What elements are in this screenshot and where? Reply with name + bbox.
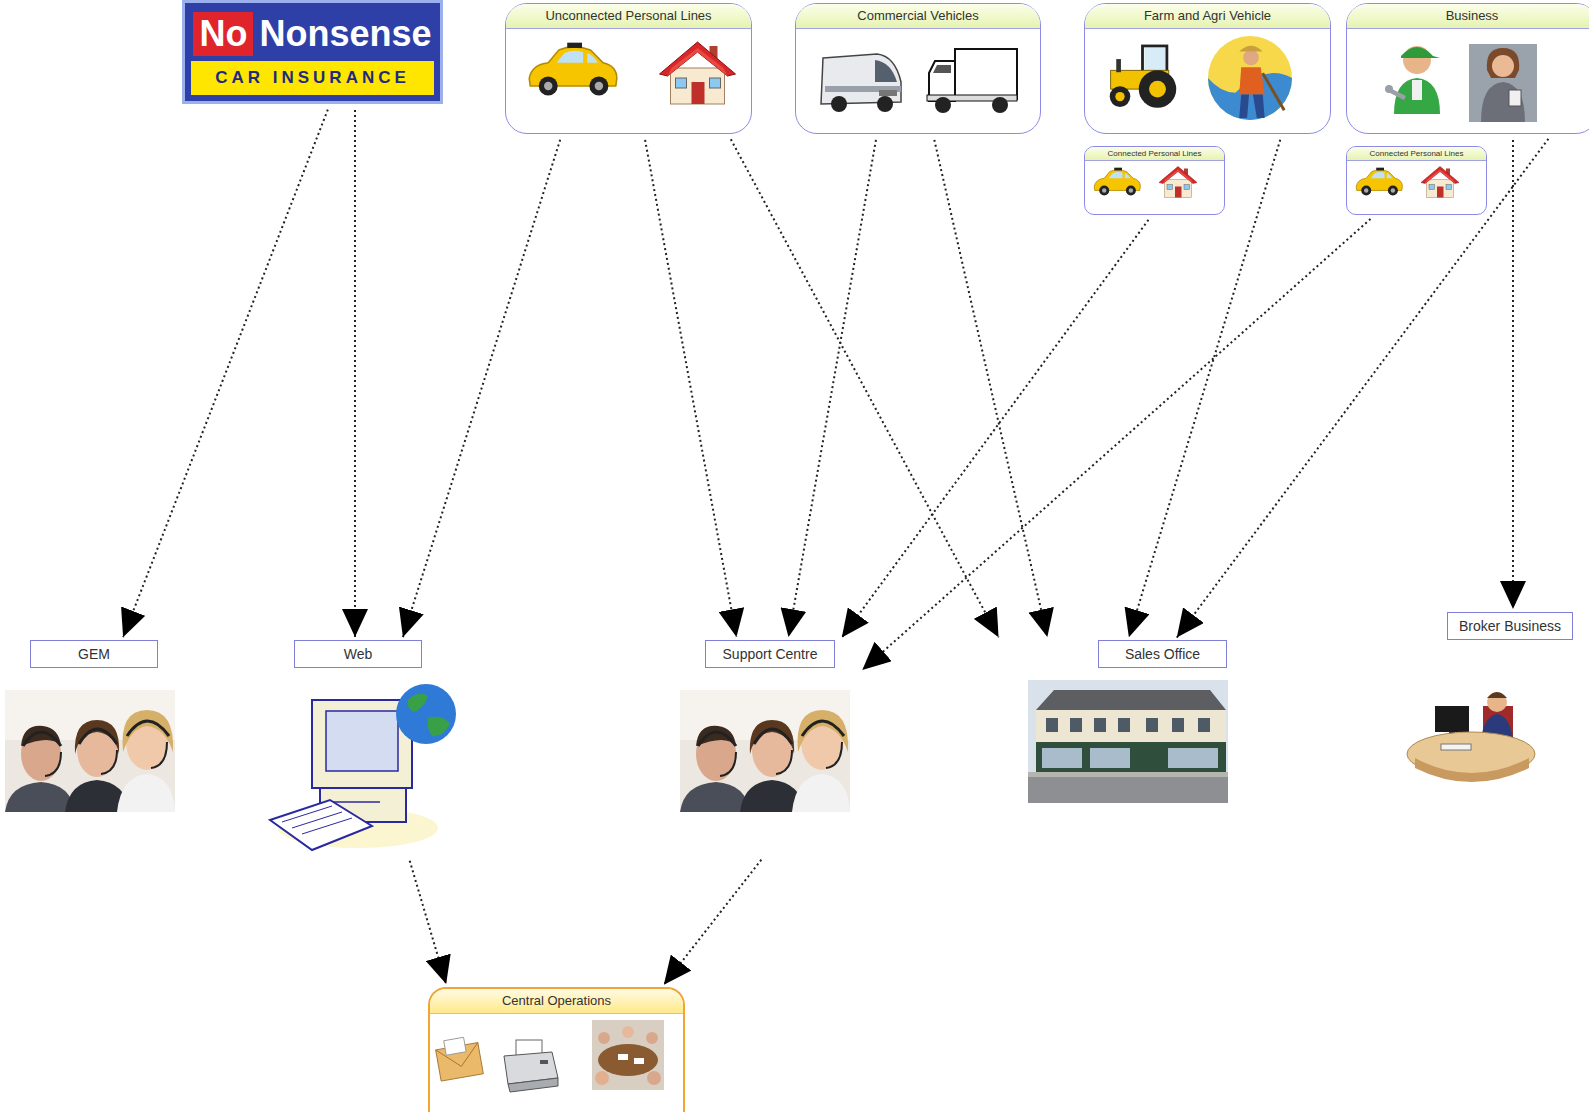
businesswoman-icon — [1469, 44, 1537, 122]
operations-box: Central Operations — [428, 987, 685, 1112]
connector-arrow — [1512, 140, 1514, 609]
sub-group-box: Connected Personal Lines — [1346, 146, 1487, 215]
connector-arrow — [842, 220, 1149, 638]
sub-group-box: Connected Personal Lines — [1084, 146, 1225, 215]
car-icon — [1356, 168, 1402, 196]
meeting-photo — [592, 1020, 664, 1090]
logo-wordmark: NoNonsense — [189, 11, 436, 57]
header-band: Central Operations — [430, 989, 683, 1014]
computer-icon — [270, 684, 456, 850]
printer-icon — [504, 1040, 558, 1092]
logo-text: Nonsense — [259, 12, 431, 56]
logo-band: CAR INSURANCE — [191, 61, 434, 95]
label-box: Sales Office — [1098, 640, 1227, 668]
connector-arrow — [789, 140, 876, 637]
channel-label: Web — [270, 640, 460, 855]
logo-text: No — [193, 12, 253, 56]
channel-name: Web — [344, 646, 373, 662]
connector-arrow — [862, 219, 1370, 670]
mechanic-icon — [1385, 46, 1440, 114]
channel-name: Sales Office — [1125, 646, 1200, 662]
car-icon — [1094, 168, 1140, 196]
channel-label: Support Centre — [680, 640, 860, 855]
group-title: Unconnected Personal Lines — [545, 8, 711, 23]
house-icon — [1421, 167, 1459, 198]
header-band: Connected Personal Lines — [1347, 147, 1486, 161]
group-box: Farm and Agri Vehicle — [1084, 3, 1331, 134]
header-band: Commercial Vehicles — [796, 4, 1040, 29]
label-box: Web — [294, 640, 422, 668]
broker-icon — [1407, 692, 1535, 782]
group-box: Business — [1346, 3, 1589, 134]
connector-arrow — [934, 140, 1047, 637]
header-band: Farm and Agri Vehicle — [1085, 4, 1330, 29]
farmer-icon — [1208, 36, 1292, 120]
channel-name: Broker Business — [1459, 618, 1561, 634]
tractor-icon — [1110, 46, 1177, 108]
header-band: Business — [1347, 4, 1589, 29]
channel-label: GEM — [5, 640, 177, 815]
label-box: Broker Business — [1447, 612, 1573, 640]
call-centre-photo — [680, 690, 850, 812]
connector-arrow — [410, 861, 446, 984]
header-band: Unconnected Personal Lines — [506, 4, 751, 29]
label-box: Support Centre — [705, 640, 835, 668]
channel-label: Broker Business — [1420, 612, 1580, 787]
group-box: Commercial Vehicles — [795, 3, 1041, 134]
group-title: Connected Personal Lines — [1108, 149, 1202, 158]
connector-arrow — [403, 140, 560, 637]
group-box: Unconnected Personal Lines — [505, 3, 752, 134]
logo-tagline: CAR INSURANCE — [215, 68, 410, 87]
channel-name: GEM — [78, 646, 110, 662]
office-photo — [1028, 680, 1228, 803]
connector-arrow — [354, 110, 356, 637]
van-icon — [821, 54, 901, 112]
label-box: GEM — [30, 640, 158, 668]
group-title: Farm and Agri Vehicle — [1144, 8, 1271, 23]
call-centre-photo — [5, 690, 175, 812]
connector-arrow — [1177, 139, 1549, 638]
group-title: Central Operations — [502, 993, 611, 1008]
connector-arrow — [123, 110, 328, 638]
envelope-icon — [436, 1037, 484, 1081]
group-title: Business — [1446, 8, 1499, 23]
channel-label: Sales Office — [990, 640, 1230, 805]
connector-arrow — [645, 140, 736, 637]
header-band: Connected Personal Lines — [1085, 147, 1224, 161]
house-icon — [660, 42, 736, 104]
car-icon — [529, 43, 617, 96]
truck-icon — [927, 49, 1017, 113]
connector-arrow — [664, 860, 761, 985]
channel-name: Support Centre — [723, 646, 818, 662]
house-icon — [1159, 167, 1197, 198]
group-title: Commercial Vehicles — [857, 8, 978, 23]
connector-arrow — [731, 139, 999, 637]
group-title: Connected Personal Lines — [1370, 149, 1464, 158]
logo-box: NoNonsenseCAR INSURANCE — [182, 0, 443, 104]
